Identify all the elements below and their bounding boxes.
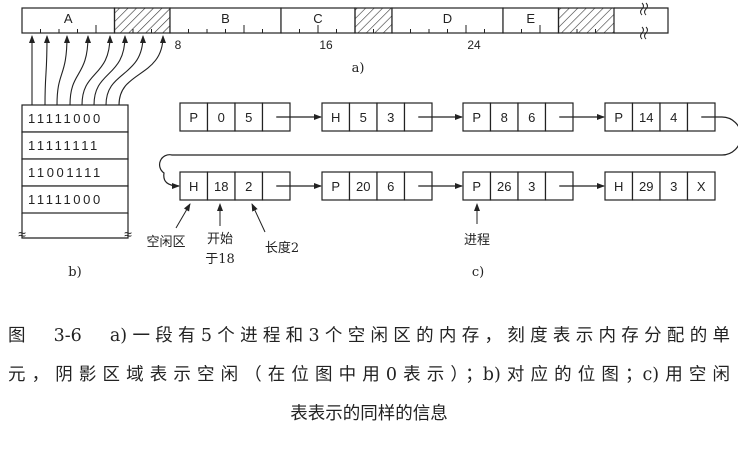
node-cell (234, 171, 264, 201)
list-node: P 8 6 (462, 102, 574, 132)
node-cell (489, 171, 519, 201)
node-cell (348, 102, 378, 132)
node-field: H (189, 179, 198, 194)
annotation-start: 于18 (205, 252, 235, 267)
bitmap-bits: 11111000 (28, 192, 103, 207)
bitmap-row (21, 185, 129, 214)
node-field: 20 (356, 179, 370, 194)
node-field: 6 (387, 179, 394, 194)
node-field: P (189, 110, 198, 125)
part-label-b: b) (68, 265, 81, 280)
break-mark-icon: ≈ (18, 226, 26, 242)
node-cell (686, 171, 716, 201)
node-field: P (614, 110, 623, 125)
list-node: P 20 6 (321, 171, 433, 201)
break-mark-icon (640, 2, 648, 40)
tick-label: 24 (467, 38, 481, 52)
list-node: H 29 3 X (604, 171, 716, 201)
bitmap-tail (21, 213, 129, 239)
segment-label: E (526, 11, 535, 26)
break-mark-icon: ≈ (124, 226, 132, 242)
bitmap-row (21, 131, 129, 160)
bit-pointer-arrow (118, 35, 166, 106)
bit-pointer-arrow (56, 35, 70, 106)
bitmap-row (21, 158, 129, 187)
node-field: P (331, 179, 340, 194)
list-node: P 26 3 (462, 171, 574, 201)
bitmap-bits: 11111111 (28, 138, 100, 153)
process-segment (21, 7, 116, 34)
bit-pointer-arrow (93, 35, 128, 106)
node-field: 5 (360, 110, 367, 125)
tick-label: 16 (319, 38, 333, 52)
node-cell (517, 171, 547, 201)
node-field: P (472, 179, 481, 194)
caption-line-1: 图 3-6 a)一段有5个进程和3个空闲区的内存，刻度表示内存分配的单 (8, 326, 730, 346)
node-cell (179, 171, 209, 201)
node-field: 3 (387, 110, 394, 125)
free-segment (113, 7, 171, 34)
caption-line-3: 表表示的同样的信息 (290, 404, 448, 424)
node-cell (462, 171, 492, 201)
list-node: H 18 2 (179, 171, 291, 201)
memory-tail (614, 7, 669, 34)
node-field: 0 (218, 110, 225, 125)
process-segment (502, 7, 560, 34)
node-field: P (472, 110, 481, 125)
node-field: 6 (528, 110, 535, 125)
node-cell (321, 102, 351, 132)
tick-label: 8 (175, 38, 182, 52)
bit-pointer-arrow (81, 35, 113, 106)
annotation-hole: 空闲区 (146, 235, 185, 250)
node-cell (604, 102, 634, 132)
node-cell (462, 102, 492, 132)
node-field: X (697, 179, 706, 194)
bit-pointer-arrow (69, 35, 91, 106)
segment-label: D (443, 11, 452, 26)
node-cell (348, 171, 378, 201)
list-node: P 14 4 (604, 102, 716, 132)
node-field: 18 (214, 179, 228, 194)
caption-line-2: 元，阴影区域表示空闲（在位图中用0表示）；b)对应的位图；c)用空闲 (8, 365, 730, 385)
list-node: P 0 5 (179, 102, 291, 132)
part-label-c: c) (472, 265, 484, 280)
node-field: 29 (639, 179, 653, 194)
node-cell (179, 102, 209, 132)
free-segment (557, 7, 615, 34)
node-field: H (331, 110, 340, 125)
node-cell (659, 102, 689, 132)
node-field: H (614, 179, 623, 194)
bitmap-row (21, 104, 129, 133)
node-field: 4 (670, 110, 677, 125)
annotation-process: 进程 (464, 233, 490, 248)
list-node: H 5 3 (321, 102, 433, 132)
node-cell (659, 171, 689, 201)
bit-pointer-arrow (105, 35, 146, 106)
node-cell (376, 102, 406, 132)
node-cell (489, 102, 519, 132)
bit-pointer-arrow (43, 35, 50, 106)
node-field: 3 (670, 179, 677, 194)
segment-label: B (221, 11, 230, 26)
node-field: 5 (245, 110, 252, 125)
node-field: 2 (245, 179, 252, 194)
annotation-arrow (175, 203, 191, 229)
process-segment (169, 7, 282, 34)
node-field: 26 (497, 179, 511, 194)
segment-label: C (313, 11, 322, 26)
annotation-arrow (251, 203, 266, 233)
annotation-length: 长度2 (265, 240, 299, 256)
node-cell (604, 171, 634, 201)
node-field: 14 (639, 110, 653, 125)
part-label-a: a) (352, 61, 365, 76)
node-field: 8 (501, 110, 508, 125)
annotation-start: 开始 (207, 232, 233, 247)
bitmap-bits: 11001111 (28, 165, 103, 180)
bitmap-bits: 11111000 (28, 111, 103, 126)
node-field: 3 (528, 179, 535, 194)
node-cell (376, 171, 406, 201)
segment-label: A (64, 11, 73, 26)
